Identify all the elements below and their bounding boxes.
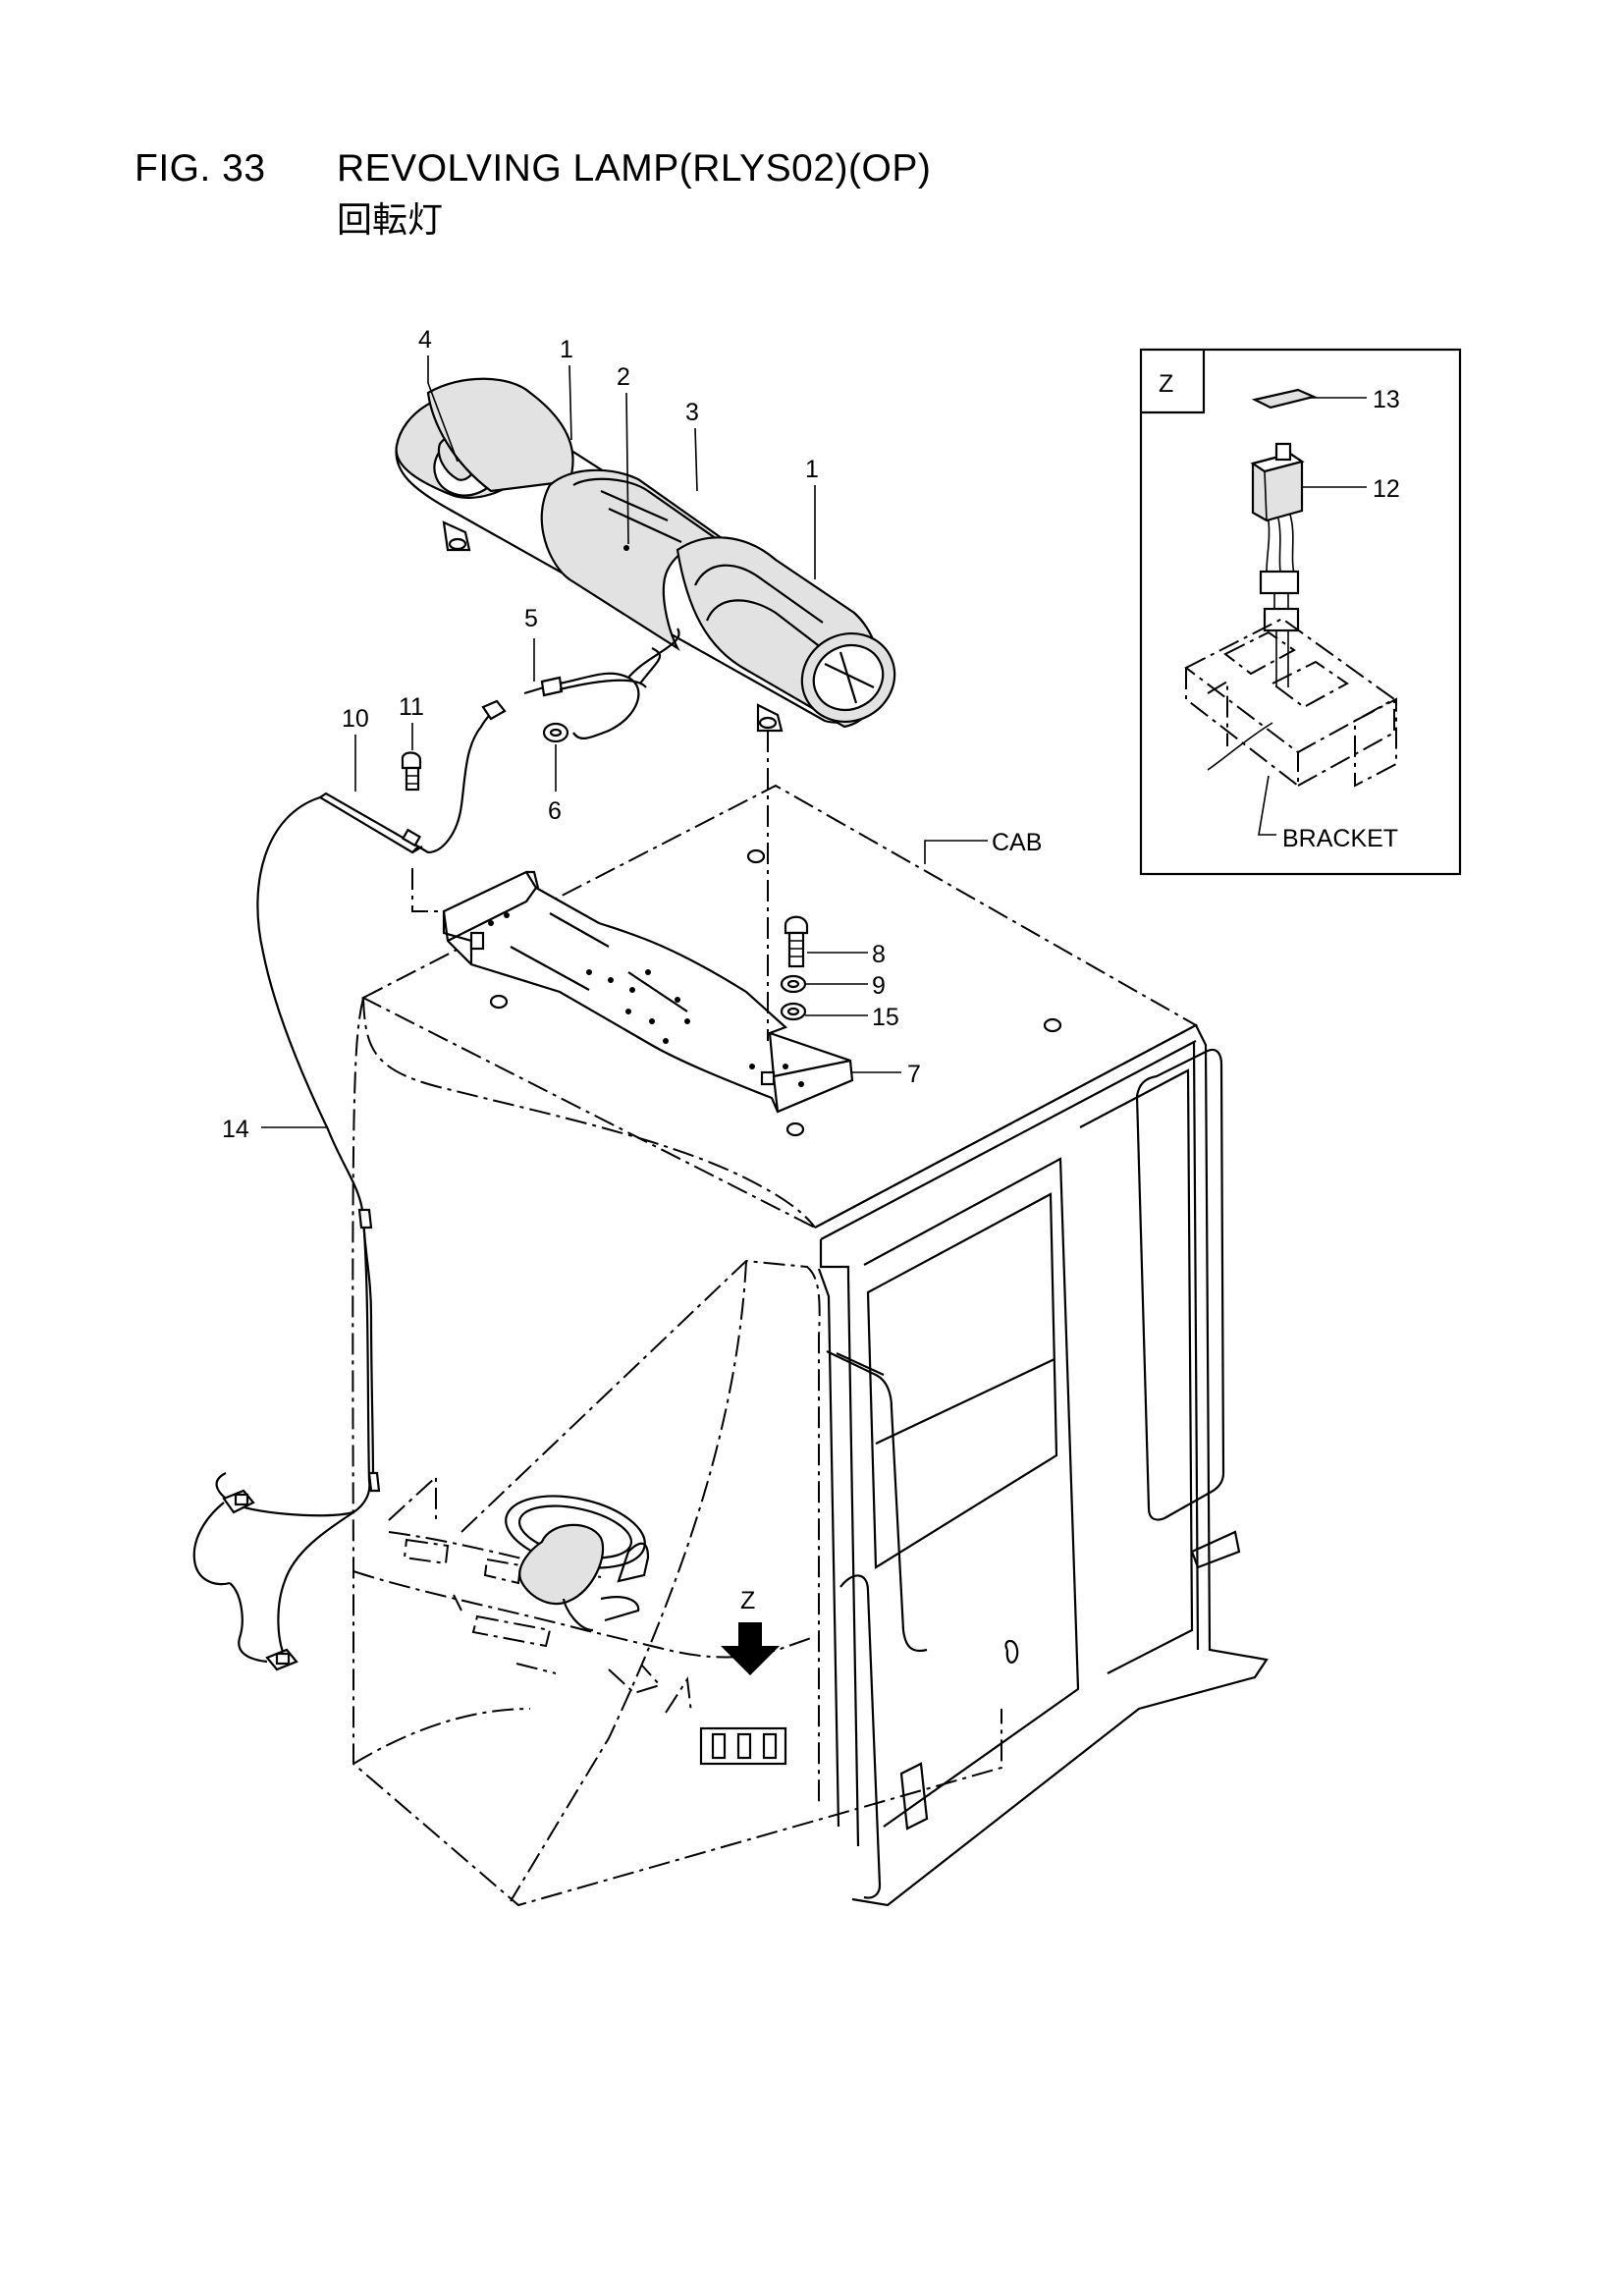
callout-6: 6 <box>548 797 562 825</box>
detail-box-z: Z 13 12 <box>1139 348 1462 876</box>
part-11-bolt <box>401 751 422 792</box>
cab-outline: CAB <box>352 784 1269 1907</box>
part-12-switch <box>1250 442 1305 687</box>
callout-1b: 1 <box>805 456 819 483</box>
part-8-bolt <box>784 915 809 968</box>
callout-13: 13 <box>1373 386 1400 413</box>
callout-3: 3 <box>685 399 699 426</box>
figure-number: FIG. 33 <box>135 147 266 190</box>
bracket-label: BRACKET <box>1282 825 1398 852</box>
figure-subtitle: 回転灯 <box>337 199 444 240</box>
view-z-label: Z <box>740 1587 755 1614</box>
detail-label: Z <box>1159 370 1173 398</box>
view-z-arrow: Z <box>699 1587 787 1766</box>
callout-14: 14 <box>222 1116 249 1143</box>
callout-1a: 1 <box>560 336 573 363</box>
part-14-harness <box>192 795 381 1671</box>
callout-4: 4 <box>418 326 432 354</box>
callout-2: 2 <box>617 363 630 391</box>
part-7-mounting-plate <box>442 848 1062 1137</box>
detail-label-box <box>1141 350 1206 414</box>
part-15-washer <box>780 1002 807 1021</box>
callout-15: 15 <box>872 1004 899 1031</box>
callout-8: 8 <box>872 941 886 968</box>
bracket-outline <box>1184 617 1397 789</box>
callout-12: 12 <box>1373 475 1400 503</box>
part-9-washer <box>780 974 807 994</box>
figure-title: REVOLVING LAMP(RLYS02)(OP) <box>337 147 932 190</box>
cab-label: CAB <box>992 829 1042 856</box>
callout-5: 5 <box>524 605 538 632</box>
callout-10: 10 <box>342 705 369 733</box>
revolving-lamp-assembly <box>395 377 896 733</box>
part-6-grommet <box>542 722 569 743</box>
part-13-label-sticker <box>1251 388 1318 410</box>
part-5-terminal <box>523 672 647 739</box>
detail-frame <box>1139 348 1462 876</box>
part-10-harness <box>317 699 507 854</box>
callout-11: 11 <box>399 693 424 721</box>
callout-7: 7 <box>907 1061 921 1088</box>
dashboard-steering <box>388 1474 692 1714</box>
callout-9: 9 <box>872 972 886 1000</box>
